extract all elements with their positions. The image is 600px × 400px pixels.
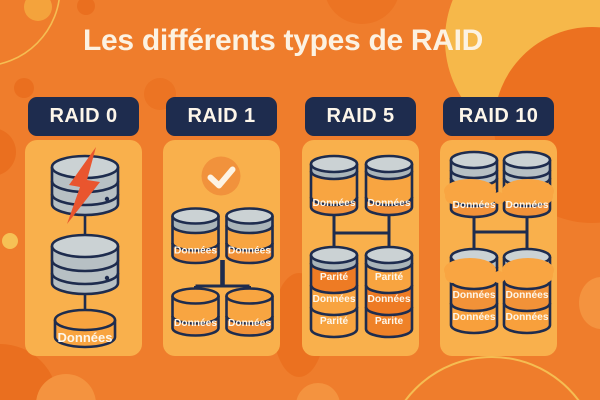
disk-label: Données bbox=[505, 200, 548, 211]
raid10-badge: RAID 10 bbox=[443, 97, 554, 136]
band-label: Données bbox=[452, 290, 495, 301]
disk-stack-icon bbox=[50, 233, 120, 296]
raid5-panel: Données Données Parité Données Parité Pa… bbox=[302, 140, 419, 356]
raid5-diagram: Données Données Parité Données Parité Pa… bbox=[309, 154, 414, 339]
data-cylinder bbox=[225, 287, 274, 337]
decor-circle bbox=[24, 0, 52, 21]
decor-circle bbox=[0, 129, 16, 175]
decor-blob bbox=[579, 277, 600, 329]
decor-circle bbox=[14, 78, 34, 98]
data-cylinder bbox=[171, 207, 220, 265]
raid0-panel: Données bbox=[25, 140, 142, 356]
data-cylinder bbox=[171, 287, 220, 337]
parity-cylinder bbox=[364, 245, 414, 339]
disk-label: Données bbox=[174, 246, 217, 257]
data-cylinder bbox=[309, 154, 359, 217]
decor-circle bbox=[326, 0, 398, 24]
band-label: Parité bbox=[320, 272, 349, 283]
raid1-diagram: Données Données Données Données bbox=[171, 156, 274, 337]
mirror-cloud-icon bbox=[444, 258, 554, 284]
check-icon bbox=[201, 156, 241, 196]
band-label: Données bbox=[367, 294, 410, 305]
band-label: Parite bbox=[375, 316, 404, 327]
disk-label: Données bbox=[58, 330, 113, 345]
band-label: Données bbox=[312, 294, 355, 305]
band-label: Données bbox=[452, 312, 495, 323]
raid0-badge: RAID 0 bbox=[28, 97, 139, 136]
mirror-cloud-icon bbox=[444, 179, 554, 205]
data-cylinder bbox=[53, 308, 117, 349]
data-cylinder bbox=[225, 207, 274, 265]
disk-label: Données bbox=[174, 318, 217, 329]
disk-label: Données bbox=[228, 246, 271, 257]
disk-label: Données bbox=[452, 200, 495, 211]
raid10-diagram: Données Données Données Données Données … bbox=[444, 150, 554, 335]
decor-circle bbox=[2, 233, 18, 249]
decor-circle bbox=[77, 0, 95, 15]
band-label: Données bbox=[505, 312, 548, 323]
decor-circle bbox=[36, 374, 96, 400]
raid5-badge: RAID 5 bbox=[305, 97, 416, 136]
raid1-panel: Données Données Données Données bbox=[163, 140, 280, 356]
disk-label: Données bbox=[367, 198, 410, 209]
band-label: Données bbox=[505, 290, 548, 301]
decor-circle bbox=[296, 383, 340, 400]
raid10-panel: Données Données Données Données Données … bbox=[440, 140, 557, 356]
decor-ring bbox=[404, 356, 580, 400]
band-label: Parité bbox=[320, 316, 349, 327]
raid0-diagram: Données bbox=[50, 147, 120, 349]
page-title: Les différents types de RAID bbox=[82, 24, 484, 57]
data-cylinder bbox=[364, 154, 414, 217]
parity-cylinder bbox=[309, 245, 359, 339]
disk-label: Données bbox=[228, 318, 271, 329]
raid1-badge: RAID 1 bbox=[166, 97, 277, 136]
disk-label: Données bbox=[312, 198, 355, 209]
band-label: Parité bbox=[375, 272, 404, 283]
lightning-icon bbox=[67, 147, 100, 224]
